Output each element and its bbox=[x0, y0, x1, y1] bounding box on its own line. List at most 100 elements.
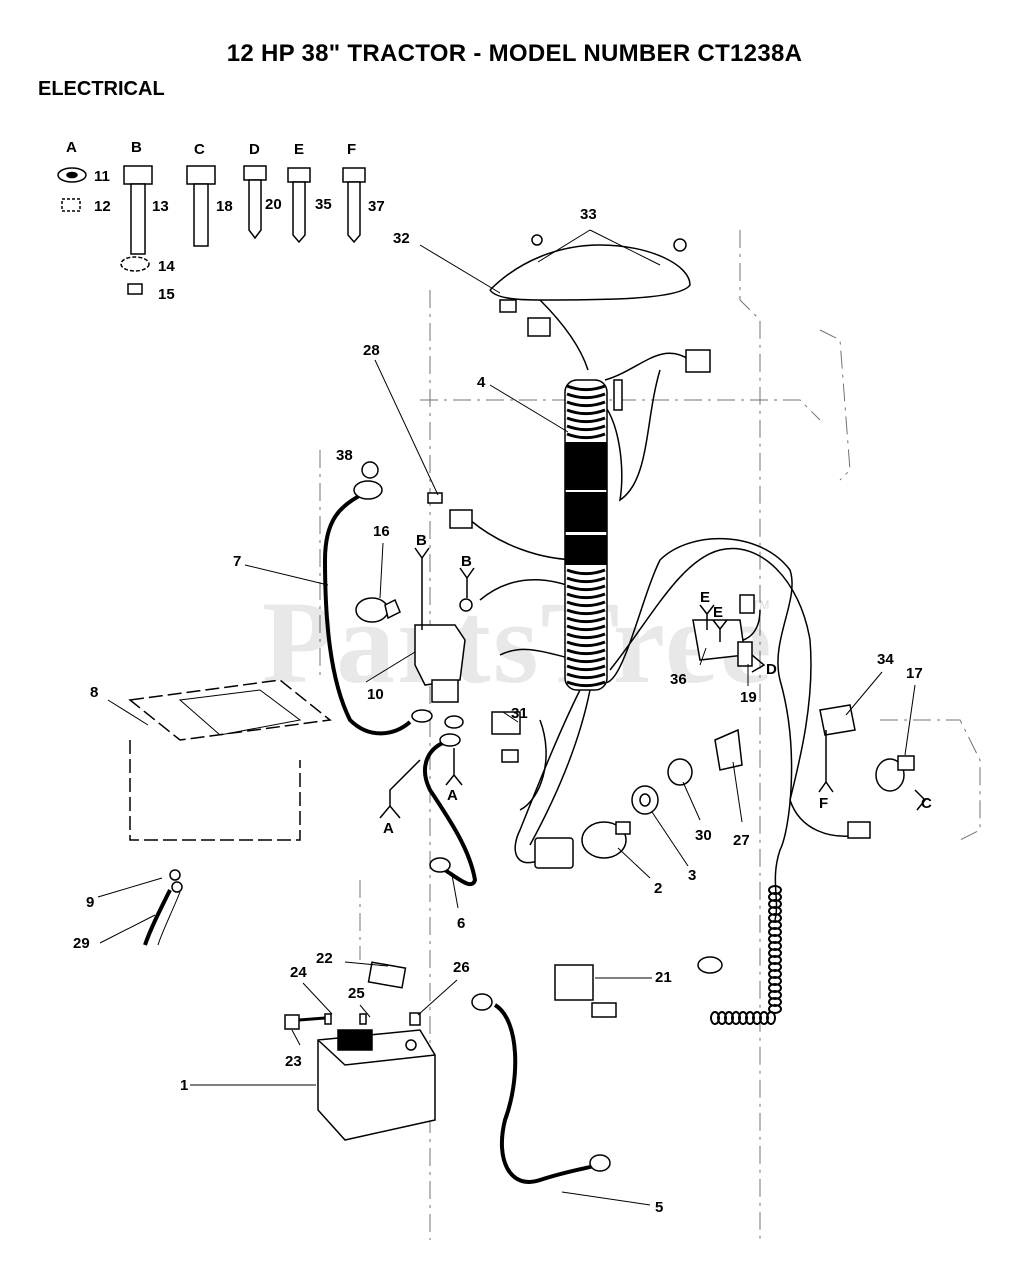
part-number: 6 bbox=[457, 915, 465, 932]
part-number: 1 bbox=[180, 1077, 188, 1094]
connector-icon bbox=[613, 379, 623, 411]
connector-icon bbox=[499, 299, 517, 313]
part-number: 32 bbox=[393, 230, 410, 247]
fuse-holder-icon bbox=[427, 492, 443, 504]
loom-rib bbox=[566, 616, 606, 624]
part-number: 27 bbox=[733, 832, 750, 849]
connector-icon bbox=[739, 594, 755, 614]
bolt-shank-icon bbox=[193, 183, 209, 247]
loom-rib bbox=[566, 416, 606, 424]
hardware-letter: A bbox=[66, 139, 77, 156]
terminal-icon bbox=[439, 733, 461, 747]
hardware-number: 12 bbox=[94, 198, 111, 215]
boot-16 bbox=[355, 597, 389, 623]
bezel-30 bbox=[667, 758, 693, 786]
ref-letter-e: E bbox=[700, 589, 710, 606]
ref-letter-b: B bbox=[416, 532, 427, 549]
part-number: 24 bbox=[290, 964, 307, 981]
coil-loop bbox=[768, 1004, 782, 1014]
bulb-socket-icon bbox=[531, 234, 543, 246]
part-number: 28 bbox=[363, 342, 380, 359]
small-nut-icon bbox=[127, 283, 143, 295]
cable-5 bbox=[493, 1003, 611, 1184]
watermark-trademark: TM bbox=[752, 598, 770, 612]
part-number: 22 bbox=[316, 950, 333, 967]
loom-rib bbox=[566, 664, 606, 672]
hardware-number: 13 bbox=[152, 198, 169, 215]
loom-rib bbox=[566, 640, 606, 648]
hardware-column-labels: A B C D E F 11 12 13 14 15 18 20 35 37 bbox=[66, 139, 385, 303]
ref-letter-a: A bbox=[447, 787, 458, 804]
screw-shank-icon bbox=[347, 181, 361, 244]
dash-panel-8 bbox=[128, 679, 332, 741]
module-27 bbox=[714, 728, 743, 771]
hardware-letter: B bbox=[131, 139, 142, 156]
part-number: 38 bbox=[336, 447, 353, 464]
ref-letter-d: D bbox=[766, 661, 777, 678]
loom-rib bbox=[566, 392, 606, 400]
washer-25 bbox=[359, 1013, 367, 1025]
grommet-9 bbox=[169, 869, 181, 881]
part-number: 21 bbox=[655, 969, 672, 986]
ground-terminal-icon bbox=[697, 956, 723, 974]
part-number: 7 bbox=[233, 553, 241, 570]
hardware-number: 18 bbox=[216, 198, 233, 215]
part-number: 25 bbox=[348, 985, 365, 1002]
ref-letter-b: B bbox=[461, 553, 472, 570]
part-number: 5 bbox=[655, 1199, 663, 1216]
loom-rib bbox=[566, 592, 606, 600]
loom-rib bbox=[566, 576, 606, 584]
part-number-labels: 1 2 3 4 5 6 7 8 9 10 16 17 19 21 22 23 2… bbox=[73, 206, 923, 1216]
loom-rib bbox=[566, 632, 606, 640]
screw-head-icon bbox=[342, 167, 366, 183]
screw-shank-icon bbox=[292, 181, 306, 244]
hex-nut-icon bbox=[61, 198, 81, 212]
bulb-socket-icon bbox=[673, 238, 687, 252]
loom-rib bbox=[566, 432, 606, 440]
ref-letter-c: C bbox=[921, 795, 932, 812]
loom-rib bbox=[566, 648, 606, 656]
hex-bolt-head-icon bbox=[123, 165, 153, 185]
switch-19 bbox=[737, 641, 753, 667]
lock-washer-icon bbox=[120, 256, 150, 272]
part-number: 26 bbox=[453, 959, 470, 976]
loom-rib bbox=[566, 656, 606, 664]
battery-post bbox=[405, 1039, 417, 1051]
battery-pad-22 bbox=[367, 961, 407, 989]
terminal-icon bbox=[444, 715, 464, 729]
hardware-legend bbox=[57, 165, 366, 295]
ring-terminal-icon bbox=[353, 480, 383, 500]
part-number: 9 bbox=[86, 894, 94, 911]
connector-icon bbox=[591, 1002, 617, 1018]
part-number: 8 bbox=[90, 684, 98, 701]
loom-rib bbox=[566, 424, 606, 432]
screw-head-icon bbox=[287, 167, 311, 183]
terminal-icon bbox=[459, 598, 473, 612]
hardware-number: 11 bbox=[94, 168, 110, 185]
part-number: 16 bbox=[373, 523, 390, 540]
parts bbox=[128, 234, 915, 1172]
hardware-number: 35 bbox=[315, 196, 332, 213]
hardware-letter: E bbox=[294, 141, 304, 158]
reference-arrows bbox=[379, 547, 927, 819]
hardware-letter: C bbox=[194, 141, 205, 158]
ring-terminal-icon bbox=[429, 857, 451, 873]
section-heading: ELECTRICAL bbox=[38, 78, 165, 100]
battery-cables bbox=[322, 491, 611, 1184]
seat-switch-21 bbox=[554, 964, 594, 1001]
ring-terminal-icon bbox=[471, 993, 493, 1011]
part-number: 31 bbox=[511, 705, 528, 722]
reference-letters: B B A A E E D F C bbox=[383, 532, 932, 837]
cable-7 bbox=[322, 491, 412, 736]
ref-letter-a: A bbox=[383, 820, 394, 837]
page-title: 12 HP 38" TRACTOR - MODEL NUMBER CT1238A bbox=[226, 40, 803, 67]
nut-26 bbox=[409, 1012, 421, 1026]
ref-letter-f: F bbox=[819, 795, 828, 812]
connector-icon bbox=[847, 821, 871, 839]
loom-rib bbox=[566, 672, 606, 680]
part-number: 3 bbox=[688, 867, 696, 884]
terminal-icon bbox=[411, 709, 433, 723]
ref-letter-e: E bbox=[713, 604, 723, 621]
part-number: 10 bbox=[367, 686, 384, 703]
